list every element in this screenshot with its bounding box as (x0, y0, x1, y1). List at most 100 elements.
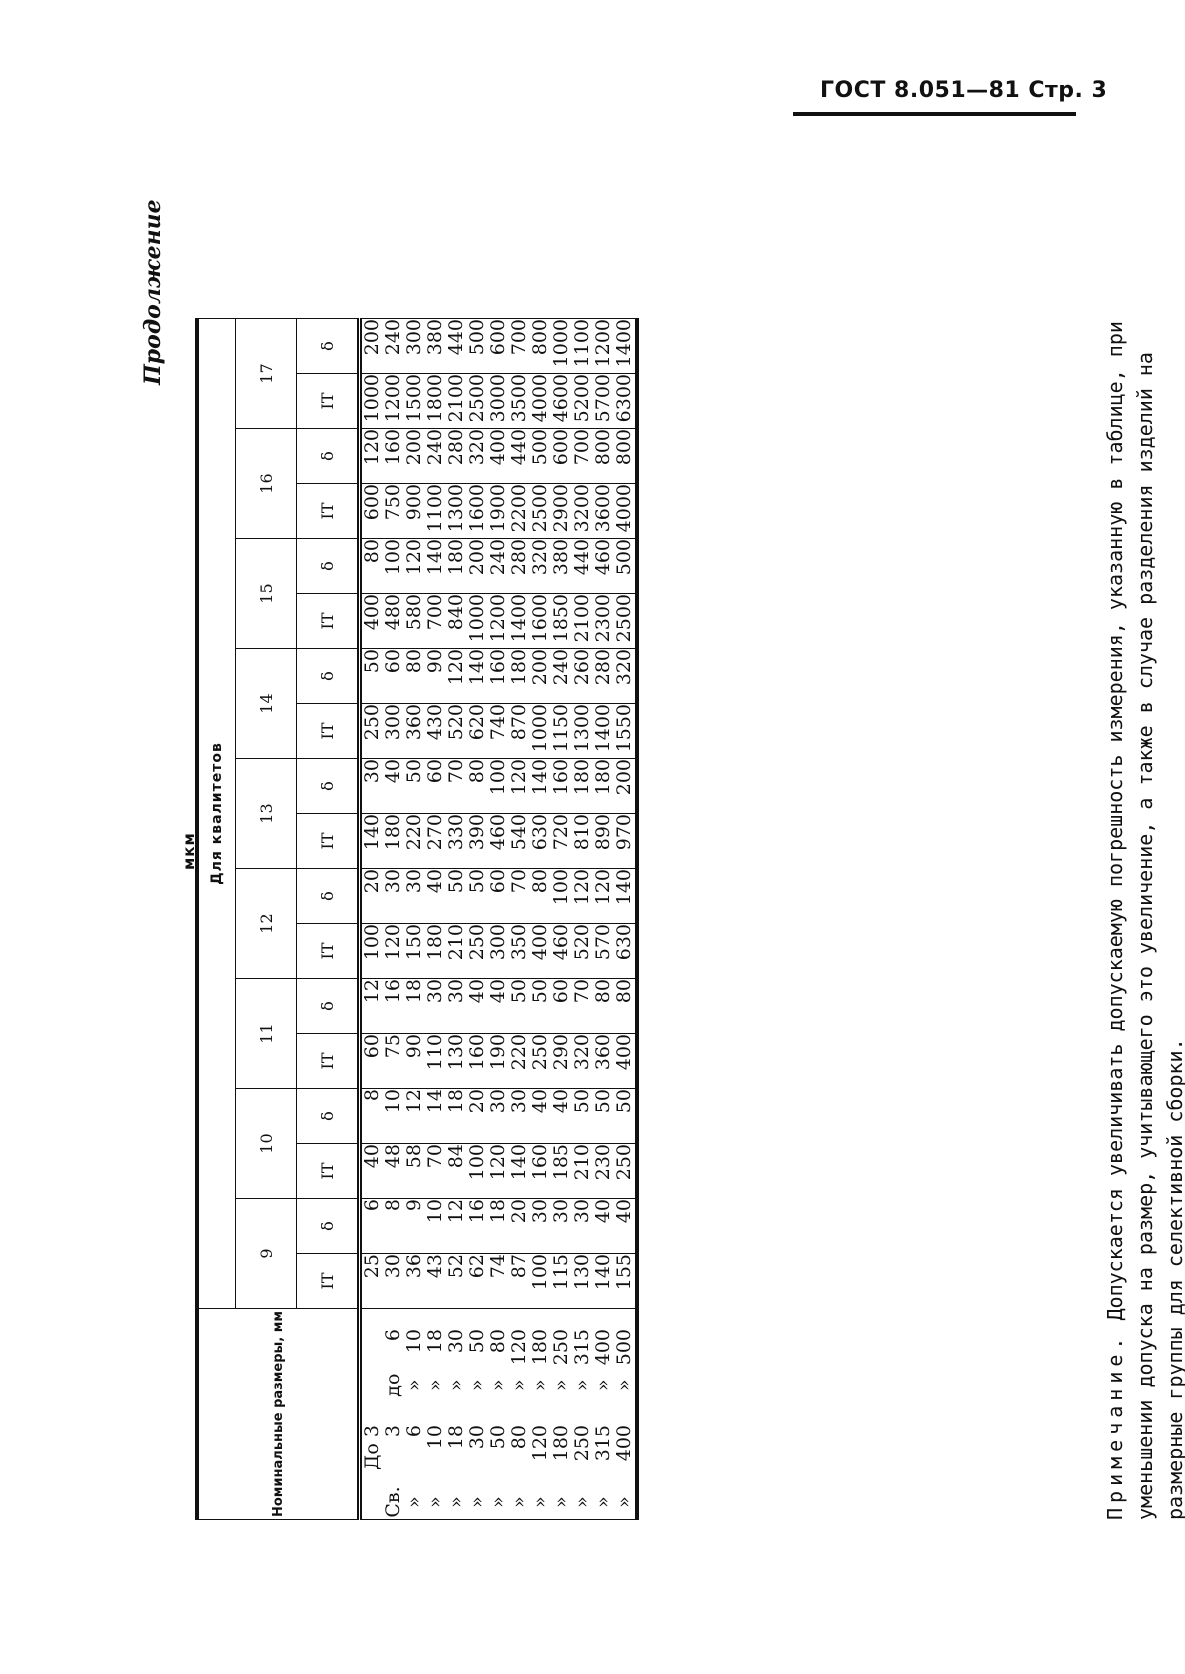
table-cell: 6300 (613, 374, 635, 423)
grade-header-15: 15 (235, 538, 297, 649)
table-cell: 360 (592, 1034, 614, 1071)
table-cell: 16 (382, 979, 404, 1004)
size-from: »315 (592, 1399, 614, 1519)
table-cell: 74 (487, 1254, 509, 1279)
table-cell: 160 (529, 1144, 551, 1181)
table-cell: 5200 (571, 374, 593, 423)
size-to-value: 6 (382, 1329, 404, 1342)
size-prefix: » (613, 1496, 635, 1508)
size-prefix: » (403, 1496, 425, 1508)
table-cell: 4000 (529, 374, 551, 423)
size-to-label: » (466, 1379, 488, 1391)
table-cell: 12 (361, 979, 383, 1004)
size-range-row: »120»180 (529, 1309, 551, 1519)
table-cell: 3200 (571, 484, 593, 533)
table-cell: 220 (508, 1034, 530, 1071)
size-to-value: 120 (508, 1329, 530, 1366)
table-cell: 70 (424, 1144, 446, 1169)
size-to-value: 250 (550, 1329, 572, 1366)
table-cell: 30 (550, 1199, 572, 1224)
table-cell: 40 (424, 869, 446, 894)
table-cell: 390 (466, 814, 488, 851)
rotated-page-content: Продолжение мкм Номинальные размеры, мм … (140, 60, 1185, 1560)
table-cell: 320 (613, 649, 635, 686)
table-cell: 75 (382, 1034, 404, 1059)
table-cell: 100 (550, 869, 572, 906)
table-cell: 500 (529, 429, 551, 466)
table-cell: 20 (361, 869, 383, 894)
size-range-row: »6»10 (403, 1309, 425, 1519)
table-cell: 30 (403, 869, 425, 894)
table-cell: 570 (592, 924, 614, 961)
size-prefix: Св. (382, 1486, 404, 1518)
table-cell: 140 (508, 1144, 530, 1181)
size-to-value: 500 (613, 1329, 635, 1366)
table-cell: 380 (424, 319, 446, 356)
table-cell: 440 (445, 319, 467, 356)
table-cell: 250 (466, 924, 488, 961)
size-from-value: 250 (571, 1425, 593, 1462)
size-prefix: » (508, 1496, 530, 1508)
table-cell: 60 (550, 979, 572, 1004)
table-cell: 600 (550, 429, 572, 466)
table-cell: 40 (550, 1089, 572, 1114)
size-to-value: 18 (424, 1329, 446, 1354)
size-from: »18 (445, 1399, 467, 1519)
size-to: »50 (466, 1329, 488, 1399)
table-cell: 160 (487, 649, 509, 686)
table-cell: 84 (445, 1144, 467, 1169)
table-cell: 440 (571, 539, 593, 576)
table-cell: 1600 (529, 594, 551, 643)
size-from: »180 (550, 1399, 572, 1519)
size-to-label: » (571, 1379, 593, 1391)
table-cell: 50 (466, 869, 488, 894)
table-cell: 400 (529, 924, 551, 961)
table-cell: 300 (382, 704, 404, 741)
table-cell: 140 (613, 869, 635, 906)
table-cell: 220 (403, 814, 425, 851)
it-header: IT (296, 923, 360, 979)
table-cell: 800 (592, 429, 614, 466)
table-cell: 740 (487, 704, 509, 741)
table-cell: 280 (592, 649, 614, 686)
size-range-row: »50»80 (487, 1309, 509, 1519)
table-cell: 400 (613, 1034, 635, 1071)
table-cell: 900 (403, 484, 425, 521)
table-cell: 700 (424, 594, 446, 631)
it-header: IT (296, 1033, 360, 1089)
table-cell: 30 (361, 759, 383, 784)
table-cell: 1000 (529, 704, 551, 753)
size-from: »120 (529, 1399, 551, 1519)
size-from-value: 400 (613, 1425, 635, 1462)
size-to-label: » (592, 1379, 614, 1391)
table-cell: 120 (403, 539, 425, 576)
size-to-label: » (487, 1379, 509, 1391)
size-to: » 315 (571, 1329, 593, 1399)
size-to: »180 (529, 1329, 551, 1399)
table-cell: 1100 (571, 319, 593, 368)
table-cell: 380 (550, 539, 572, 576)
table-cell: 440 (508, 429, 530, 466)
size-prefix: » (550, 1496, 572, 1508)
table-cell: 70 (508, 869, 530, 894)
size-to-label: » (508, 1379, 530, 1391)
table-cell: 12 (403, 1089, 425, 1114)
table-cell: 520 (445, 704, 467, 741)
table-cell: 50 (613, 1089, 635, 1114)
table-cell: 40 (529, 1089, 551, 1114)
table-cell: 180 (424, 924, 446, 961)
size-from-value: 80 (508, 1425, 530, 1450)
table-cell: 320 (571, 1034, 593, 1071)
table-cell: 1300 (445, 484, 467, 533)
table-cell: 30 (382, 869, 404, 894)
table-cell: 30 (424, 979, 446, 1004)
size-to-value: 315 (571, 1329, 593, 1366)
size-to: »250 (550, 1329, 572, 1399)
table-cell: 80 (466, 759, 488, 784)
size-to (362, 1329, 383, 1399)
